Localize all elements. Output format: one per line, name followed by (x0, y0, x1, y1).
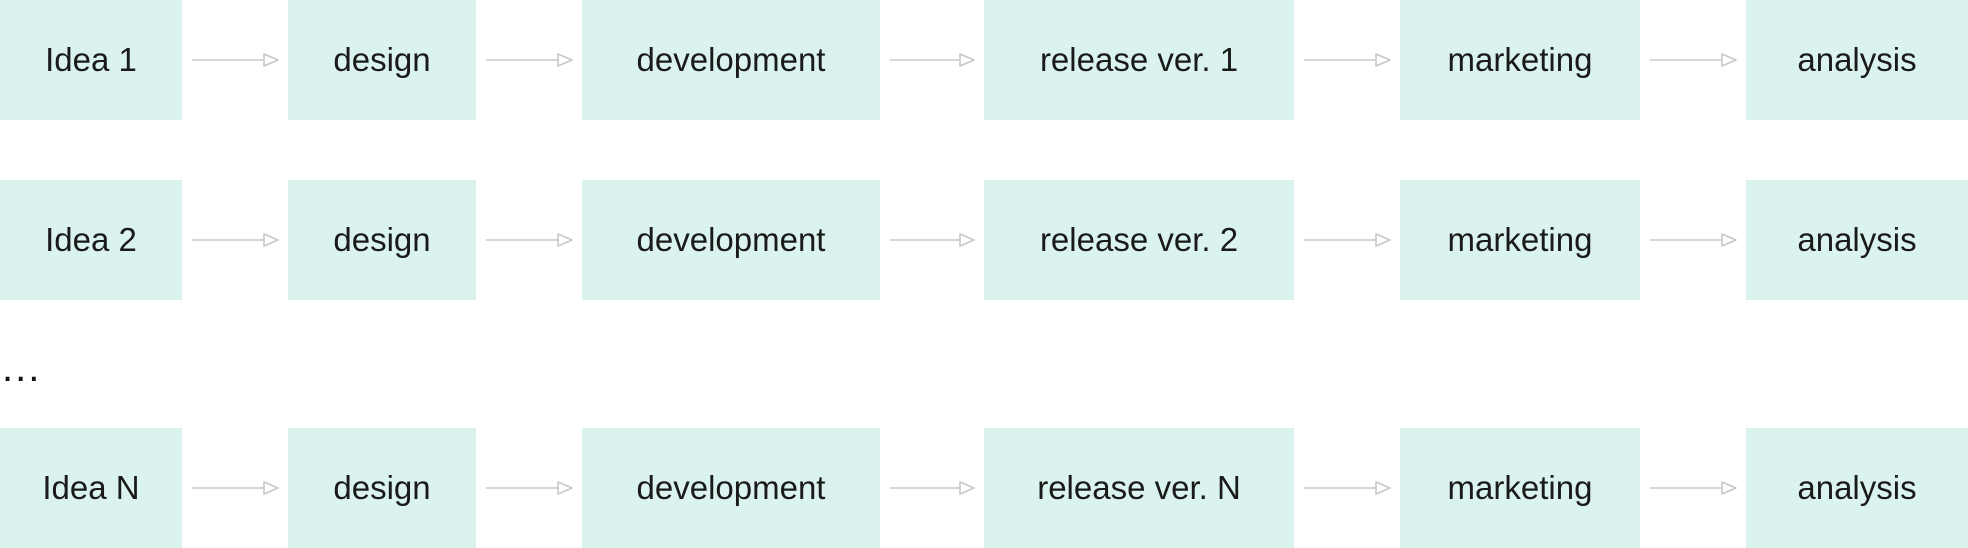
arrow-right-icon (192, 233, 279, 247)
idea-box: Idea 2 (0, 180, 182, 300)
development-box: development (582, 0, 880, 120)
design-box: design (288, 180, 476, 300)
arrow-right-icon (486, 53, 573, 67)
analysis-box: analysis (1746, 180, 1968, 300)
design-box: design (288, 0, 476, 120)
release-box: release ver. 2 (984, 180, 1294, 300)
arrow-right-icon (890, 233, 975, 247)
development-box: development (582, 180, 880, 300)
arrow-right-icon (1650, 233, 1737, 247)
design-box: design (288, 428, 476, 548)
arrow-right-icon (192, 53, 279, 67)
ellipsis-text: ... (2, 346, 42, 390)
arrow-right-icon (1304, 53, 1391, 67)
idea-box: Idea 1 (0, 0, 182, 120)
arrow-right-icon (486, 233, 573, 247)
development-box: development (582, 428, 880, 548)
release-box: release ver. N (984, 428, 1294, 548)
arrow-right-icon (890, 481, 975, 495)
marketing-box: marketing (1400, 0, 1640, 120)
arrow-right-icon (192, 481, 279, 495)
analysis-box: analysis (1746, 0, 1968, 120)
idea-row-2: Idea 2 design development release ver. 2… (0, 180, 1968, 300)
idea-row-n: Idea N design development release ver. N… (0, 428, 1968, 548)
release-box: release ver. 1 (984, 0, 1294, 120)
idea-row-1: Idea 1 design development release ver. 1… (0, 0, 1968, 120)
marketing-box: marketing (1400, 428, 1640, 548)
arrow-right-icon (1650, 53, 1737, 67)
arrow-right-icon (1650, 481, 1737, 495)
marketing-box: marketing (1400, 180, 1640, 300)
arrow-right-icon (1304, 233, 1391, 247)
analysis-box: analysis (1746, 428, 1968, 548)
arrow-right-icon (890, 53, 975, 67)
arrow-right-icon (486, 481, 573, 495)
idea-box: Idea N (0, 428, 182, 548)
arrow-right-icon (1304, 481, 1391, 495)
